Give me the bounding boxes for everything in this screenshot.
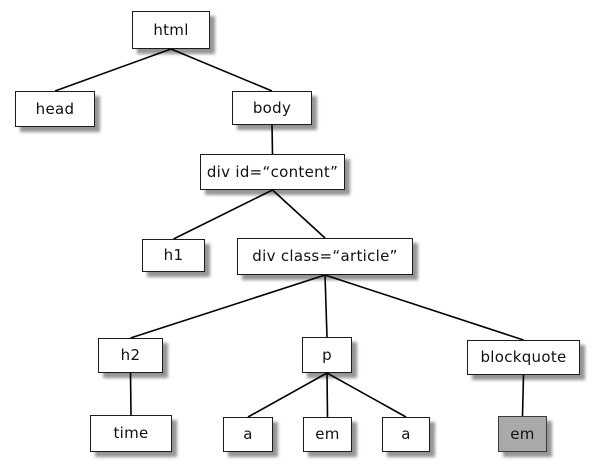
tree-node-h2: h2	[98, 338, 163, 373]
tree-edge-p-a2	[326, 372, 407, 418]
tree-node-head: head	[15, 91, 95, 127]
tree-node-blockquote: blockquote	[467, 340, 580, 375]
tree-edge-html-head	[54, 48, 172, 92]
tree-node-div-article: div class=“article”	[237, 238, 413, 275]
tree-edge-div-content-div-article	[271, 189, 326, 239]
tree-edge-h2-time	[129, 372, 132, 416]
tree-node-a2: a	[382, 417, 430, 452]
tree-node-em1: em	[303, 417, 352, 452]
tree-node-html: html	[132, 11, 210, 49]
tree-node-p: p	[302, 337, 352, 373]
tree-edge-blockquote-em2	[521, 374, 525, 417]
tree-edge-html-body	[170, 48, 273, 92]
tree-node-div-content: div id=“content”	[200, 154, 345, 190]
tree-edge-p-a1	[247, 372, 328, 418]
tree-edge-p-em1	[326, 372, 329, 418]
tree-edge-div-article-blockquote	[324, 274, 524, 341]
tree-node-em2: em	[498, 416, 547, 452]
tree-edge-body-div-content	[271, 124, 274, 155]
tree-node-time: time	[90, 415, 172, 452]
tree-edge-div-article-p	[324, 274, 328, 338]
tree-edge-div-article-h2	[130, 274, 326, 339]
tree-node-h1: h1	[142, 239, 205, 272]
tree-edge-div-content-h1	[173, 189, 273, 240]
tree-node-body: body	[232, 91, 312, 125]
tree-node-a1: a	[223, 417, 273, 452]
